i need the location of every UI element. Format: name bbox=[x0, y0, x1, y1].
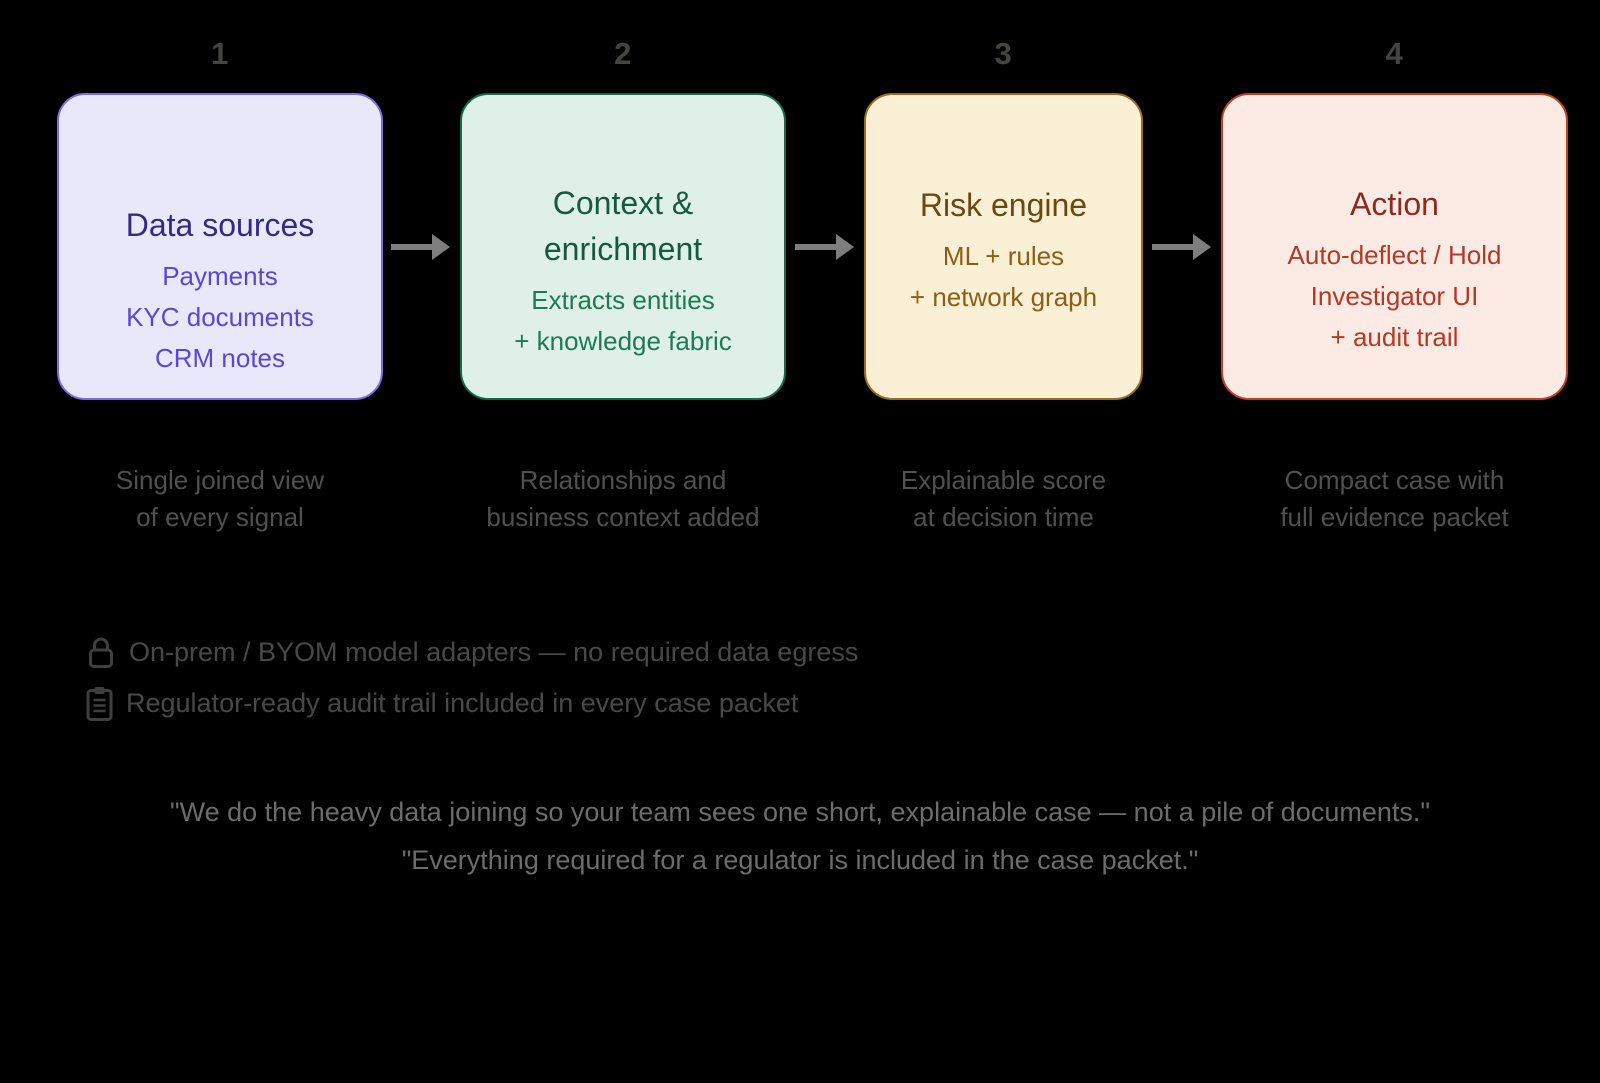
arrow-right-icon bbox=[795, 234, 854, 260]
step-body-line: + audit trail bbox=[1330, 322, 1459, 352]
step-title: Risk engine bbox=[920, 182, 1087, 228]
step-card-data-sources: Data sources Payments KYC documents CRM … bbox=[57, 93, 383, 400]
quote-line-1: "We do the heavy data joining so your te… bbox=[170, 797, 1430, 827]
step-title-line: Risk engine bbox=[919, 186, 1088, 223]
caption-line: of every signal bbox=[136, 502, 304, 532]
step-number-2: 2 bbox=[614, 36, 632, 71]
step-body-line: Auto-deflect / Hold bbox=[1287, 240, 1502, 270]
step-card-context-enrichment: Context & enrichment Extracts entities +… bbox=[460, 93, 786, 400]
feature-row-on-prem: On-prem / BYOM model adapters — no requi… bbox=[86, 630, 858, 674]
step-title-line: Context & bbox=[552, 184, 694, 221]
step-card-risk-engine: Risk engine ML + rules + network graph bbox=[864, 93, 1143, 400]
step-body-line: + network graph bbox=[909, 281, 1098, 312]
arrow-right-icon bbox=[1152, 234, 1211, 260]
step-body-line: Payments bbox=[162, 261, 278, 291]
step-caption-2: Relationships and business context added bbox=[430, 462, 816, 536]
step-body: Auto-deflect / Hold Investigator UI + au… bbox=[1288, 235, 1502, 358]
feature-row-audit-trail: Regulator-ready audit trail included in … bbox=[86, 681, 798, 725]
clipboard-icon bbox=[86, 686, 113, 721]
step-number-3: 3 bbox=[994, 36, 1013, 71]
lock-icon bbox=[89, 637, 113, 668]
step-title: Action bbox=[1350, 181, 1439, 227]
step-body-line: KYC documents bbox=[126, 302, 314, 332]
caption-line: Explainable score bbox=[900, 465, 1107, 495]
caption-line: business context added bbox=[486, 502, 760, 532]
step-body: Payments KYC documents CRM notes bbox=[126, 256, 314, 379]
step-body-line: Extracts entities bbox=[531, 284, 715, 315]
step-body: ML + rules + network graph bbox=[910, 236, 1097, 318]
caption-line: Single joined view bbox=[115, 465, 325, 495]
step-title-line: Data sources bbox=[125, 207, 315, 243]
feature-text: On-prem / BYOM model adapters — no requi… bbox=[129, 636, 859, 667]
step-body: Extracts entities + knowledge fabric bbox=[514, 280, 732, 362]
caption-line: Compact case with bbox=[1284, 465, 1505, 495]
step-body-line: + knowledge fabric bbox=[514, 325, 732, 356]
step-title-line: enrichment bbox=[543, 230, 703, 267]
step-title: Data sources bbox=[126, 202, 315, 248]
step-title: Context & enrichment bbox=[544, 180, 702, 272]
feature-text: Regulator-ready audit trail included in … bbox=[126, 687, 799, 718]
step-body-line: ML + rules bbox=[942, 240, 1065, 271]
arrow-right-icon bbox=[391, 234, 450, 260]
step-body-line: Investigator UI bbox=[1310, 281, 1479, 311]
step-body-line: CRM notes bbox=[154, 343, 286, 373]
step-caption-1: Single joined view of every signal bbox=[27, 462, 413, 536]
step-number-4: 4 bbox=[1385, 36, 1404, 71]
step-caption-3: Explainable score at decision time bbox=[834, 462, 1173, 536]
step-title-line: Action bbox=[1350, 186, 1439, 222]
caption-line: at decision time bbox=[913, 502, 1094, 532]
step-card-action: Action Auto-deflect / Hold Investigator … bbox=[1221, 93, 1568, 400]
caption-line: Relationships and bbox=[519, 465, 727, 495]
step-caption-4: Compact case with full evidence packet bbox=[1191, 462, 1598, 536]
quote-line-2: "Everything required for a regulator is … bbox=[401, 845, 1199, 875]
step-number-1: 1 bbox=[211, 36, 229, 71]
caption-line: full evidence packet bbox=[1280, 502, 1509, 532]
